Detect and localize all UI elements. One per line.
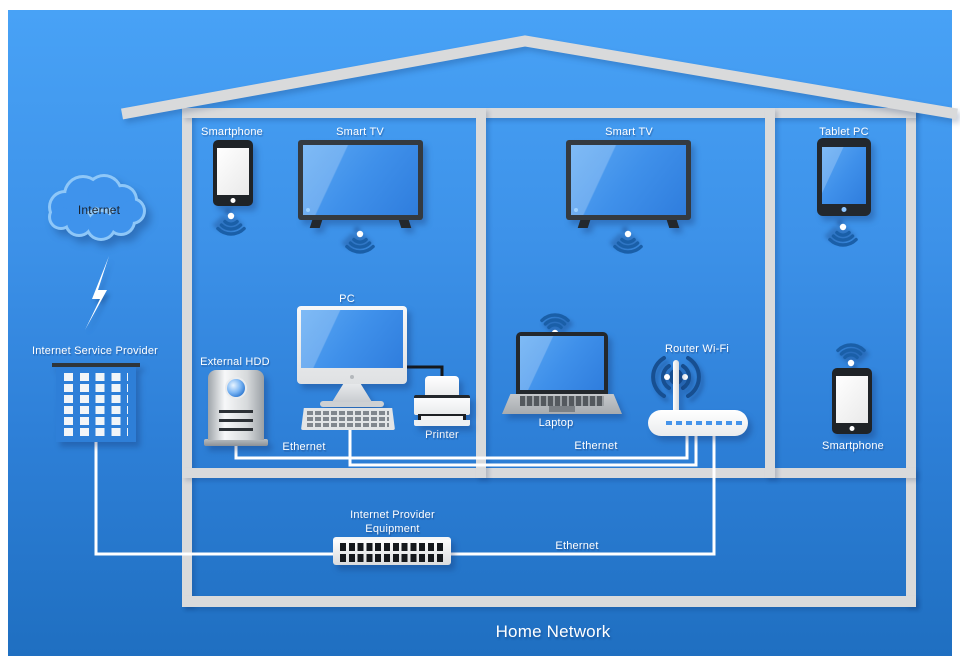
printer-paper [425, 376, 459, 396]
tv-screen [571, 145, 686, 215]
external-hdd-label: External HDD [200, 356, 270, 368]
tv-screen [303, 145, 418, 215]
ethernet-left-label: Ethernet [282, 441, 326, 453]
pc-chin-logo [350, 375, 354, 379]
house-bottom-floor [182, 596, 916, 607]
pc-stand [332, 384, 372, 402]
room-divider-left [476, 108, 486, 478]
smartphone-home-button [230, 197, 236, 203]
switch-ports-row [340, 543, 445, 551]
smart-tv-middle-icon [566, 140, 691, 228]
pc-icon [297, 306, 407, 407]
router-label: Router Wi-Fi [664, 343, 730, 355]
tv-power-led [574, 208, 578, 212]
provider-equipment-icon [333, 537, 451, 565]
provider-equipment-label: Internet Provider Equipment [350, 509, 435, 536]
printer-body [414, 395, 470, 415]
printer-output-sheet [421, 416, 463, 420]
router-signal-icon [651, 356, 701, 398]
smartphone-screen [836, 376, 868, 423]
diagram-canvas: Internet Internet Service Provider Smart… [8, 10, 958, 656]
tv-foot [398, 220, 412, 228]
tablet-label: Tablet PC [819, 126, 869, 138]
laptop-screen-frame [516, 332, 608, 394]
smartphone-screen [217, 148, 249, 195]
isp-building-roof [52, 363, 140, 367]
wifi-icon [828, 223, 858, 247]
keyboard-icon [301, 408, 395, 430]
smartphone-left-label: Smartphone [201, 126, 263, 138]
wifi-icon [216, 212, 246, 236]
external-hdd-icon [204, 370, 268, 446]
tablet-icon [817, 138, 871, 216]
printer-label: Printer [425, 429, 459, 441]
tv-power-led [306, 208, 310, 212]
tablet-home-button [841, 207, 847, 212]
isp-building-icon [52, 363, 140, 442]
diagram-title: Home Network [495, 622, 611, 641]
laptop-screen [520, 336, 604, 390]
wifi-icon [540, 313, 570, 337]
wifi-icon [613, 230, 643, 254]
house-ceiling [182, 108, 916, 118]
isp-label: Internet Service Provider [31, 345, 159, 357]
ethernet-basement-label: Ethernet [555, 540, 599, 552]
house-left-wall [182, 108, 192, 606]
pc-label: PC [339, 293, 355, 305]
printer-base [414, 420, 470, 426]
hdd-base [204, 439, 268, 446]
room-divider-right [765, 108, 775, 478]
isp-building-windows [64, 373, 128, 436]
router-leds [666, 421, 742, 425]
laptop-keyboard [520, 396, 604, 406]
pc-screen [301, 310, 403, 368]
internet-label: Internet [77, 203, 121, 217]
cable-isp-to-switch [94, 438, 335, 556]
laptop-icon [502, 332, 622, 416]
keyboard-keys [307, 411, 389, 427]
smartphone-right-label: Smartphone [822, 440, 884, 452]
tv-foot [309, 220, 323, 228]
roof [121, 35, 958, 120]
hdd-tower [208, 370, 264, 440]
smartphone-right-icon [832, 368, 872, 434]
wifi-icon [836, 343, 866, 367]
smartphone-home-button [849, 425, 855, 431]
pc-stand-base [320, 401, 384, 407]
laptop-base [502, 394, 622, 414]
tv-foot [577, 220, 591, 228]
tv-foot [666, 220, 680, 228]
smartphone-left-icon [213, 140, 253, 206]
hdd-led [227, 379, 245, 397]
pc-monitor [297, 306, 407, 384]
laptop-trackpad [549, 406, 575, 412]
hdd-vents [219, 410, 253, 431]
smart-tv-left-icon [298, 140, 423, 228]
house-mid-floor [182, 468, 916, 478]
switch-ports-row [340, 554, 445, 562]
smart-tv-middle-label: Smart TV [605, 126, 653, 138]
ethernet-middle-label: Ethernet [574, 440, 618, 452]
router-antenna [673, 360, 679, 414]
tablet-screen [822, 147, 866, 204]
smart-tv-left-label: Smart TV [336, 126, 384, 138]
wifi-icon [345, 230, 375, 254]
printer-icon [414, 370, 470, 426]
lightning-bolt-icon [85, 256, 109, 330]
house-right-wall [906, 108, 916, 606]
laptop-label: Laptop [538, 417, 574, 429]
